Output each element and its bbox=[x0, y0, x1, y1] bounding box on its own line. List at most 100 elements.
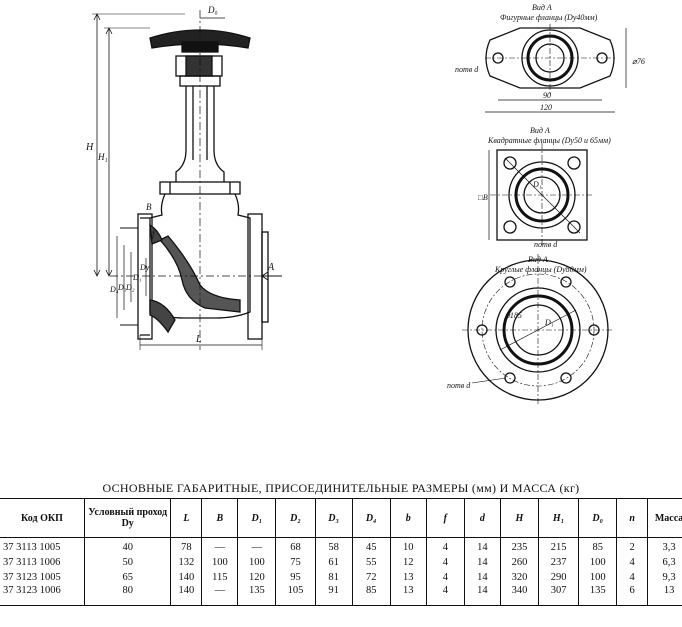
table-cell: 105 bbox=[275, 585, 316, 606]
table-cell: 215 bbox=[537, 537, 579, 555]
table-cell: 140 bbox=[170, 570, 202, 585]
table-cell: 61 bbox=[314, 555, 353, 570]
col-header: Масса bbox=[647, 498, 682, 538]
view2-caption: Квадратные фланцы (Dу50 и 65мм) bbox=[487, 136, 611, 145]
view1-dim-90: 90 bbox=[543, 91, 551, 100]
inlet-flange-left bbox=[137, 213, 153, 340]
view-square-flange bbox=[488, 143, 594, 247]
label-d0: D₀ bbox=[207, 5, 218, 15]
col-header: D₂ bbox=[275, 498, 316, 538]
view3-caption: Круглые фланцы (Dу80мм) bbox=[494, 265, 587, 274]
table-cell: 68 bbox=[275, 537, 316, 555]
table-cell: 135 bbox=[237, 585, 276, 606]
table-cell: 72 bbox=[351, 570, 391, 585]
table-cell: 100 bbox=[578, 555, 617, 570]
label-d1: D₁ bbox=[132, 273, 142, 282]
table-cell: 4 bbox=[425, 570, 465, 585]
col-header: b bbox=[389, 498, 427, 538]
view1-caption: Фигурные фланцы (Dу40мм) bbox=[500, 13, 598, 22]
table-cell: 95 bbox=[275, 570, 316, 585]
table-cell: 100 bbox=[201, 555, 238, 570]
view1-title: Вид А bbox=[532, 3, 552, 12]
table-cell: — bbox=[237, 537, 276, 555]
table-cell: 4 bbox=[425, 585, 465, 606]
table-cell: 37 3123 1005 bbox=[3, 572, 61, 583]
table-cell: 100 bbox=[578, 570, 617, 585]
table-cell: 10 bbox=[389, 537, 427, 555]
table-cell: 4 bbox=[616, 570, 648, 585]
table-cell: 58 bbox=[314, 537, 353, 555]
view1-holes: nотв d bbox=[455, 65, 479, 74]
table-cell: 78 bbox=[170, 537, 202, 555]
table-cell: 85 bbox=[351, 585, 391, 606]
table-cell: 2 bbox=[616, 537, 648, 555]
table-cell: 75 bbox=[275, 555, 316, 570]
label-f: f bbox=[152, 229, 156, 239]
table-cell: 37 3113 1006 bbox=[3, 557, 61, 568]
table-cell: 14 bbox=[463, 537, 501, 555]
table-cell: 37 3123 1006 bbox=[0, 585, 85, 606]
col-header: B bbox=[201, 498, 238, 538]
col-header: D₀ bbox=[578, 498, 617, 538]
view1-dim-76: ⌀76 bbox=[632, 57, 645, 66]
col-header: n bbox=[616, 498, 648, 538]
table-cell: 4 bbox=[425, 555, 465, 570]
col-header: D₁ bbox=[237, 498, 276, 538]
view3-dim-185: ⌀185 bbox=[505, 311, 522, 320]
label-d2: D₂ bbox=[125, 283, 135, 292]
table-cell: 37 3113 1005 bbox=[3, 542, 61, 553]
valve-side-view bbox=[92, 10, 282, 350]
view2-holes: nотв d bbox=[534, 240, 558, 249]
view2-title: Вид А bbox=[530, 126, 550, 135]
table-cell: 91 bbox=[314, 585, 353, 606]
table-cell: 13 bbox=[647, 585, 682, 606]
table-cell: 3,3 bbox=[647, 537, 682, 555]
col-header: H₁ bbox=[537, 498, 579, 538]
table-cell: 65 bbox=[83, 570, 171, 585]
label-b: B bbox=[146, 202, 152, 212]
table-cell: 320 bbox=[499, 570, 539, 585]
table-cell: 9,3 bbox=[647, 570, 682, 585]
table-cell: 14 bbox=[463, 555, 501, 570]
table-caption: ОСНОВНЫЕ ГАБАРИТНЫЕ, ПРИСОЕДИНИТЕЛЬНЫЕ Р… bbox=[102, 481, 580, 495]
label-dy: Dу bbox=[139, 263, 150, 272]
table-cell: 80 bbox=[83, 585, 171, 606]
table-cell: 6 bbox=[616, 585, 648, 606]
table-cell: 14 bbox=[463, 570, 501, 585]
table-cell: 12 bbox=[389, 555, 427, 570]
view3-title: Вид А bbox=[528, 255, 548, 264]
table-cell: 4 bbox=[616, 555, 648, 570]
label-d3: D₃ bbox=[117, 283, 127, 292]
table-cell: 135 bbox=[578, 585, 617, 606]
col-header: d bbox=[463, 498, 501, 538]
label-l: L bbox=[195, 334, 202, 345]
col-header: f bbox=[425, 498, 465, 538]
table-cell: 100 bbox=[237, 555, 276, 570]
dimensions-table: Код ОКП Условный проход Dу L B D₁ D₂ D₃ … bbox=[0, 498, 682, 606]
col-header: H bbox=[499, 498, 539, 538]
table-cell: 120 bbox=[237, 570, 276, 585]
table-cell: 4 bbox=[425, 537, 465, 555]
table-cell: 132 bbox=[170, 555, 202, 570]
valve-drawing: D₀ H H₁ B f D₄ D₃ D₂ D₁ Dу L A Вид А Фиг… bbox=[85, 3, 645, 406]
label-d4: D₄ bbox=[109, 285, 119, 294]
table-cell: 340 bbox=[499, 585, 539, 606]
view2-dim-d1: D₁ bbox=[532, 180, 542, 189]
table-cell: 50 bbox=[83, 555, 171, 570]
bonnet-neck bbox=[175, 86, 225, 182]
table-cell: 290 bbox=[537, 570, 579, 585]
table-cell: 307 bbox=[537, 585, 579, 606]
table-cell: 235 bbox=[499, 537, 539, 555]
table-cell: 13 bbox=[389, 585, 427, 606]
table-cell: 115 bbox=[201, 570, 238, 585]
table-cell: — bbox=[201, 537, 238, 555]
table-header-row: Код ОКП Условный проход Dу L B D₁ D₂ D₃ … bbox=[0, 498, 682, 538]
table-cell: 85 bbox=[578, 537, 617, 555]
view-shaped-flange bbox=[485, 24, 627, 113]
label-h: H bbox=[85, 142, 94, 153]
handwheel bbox=[149, 29, 251, 49]
